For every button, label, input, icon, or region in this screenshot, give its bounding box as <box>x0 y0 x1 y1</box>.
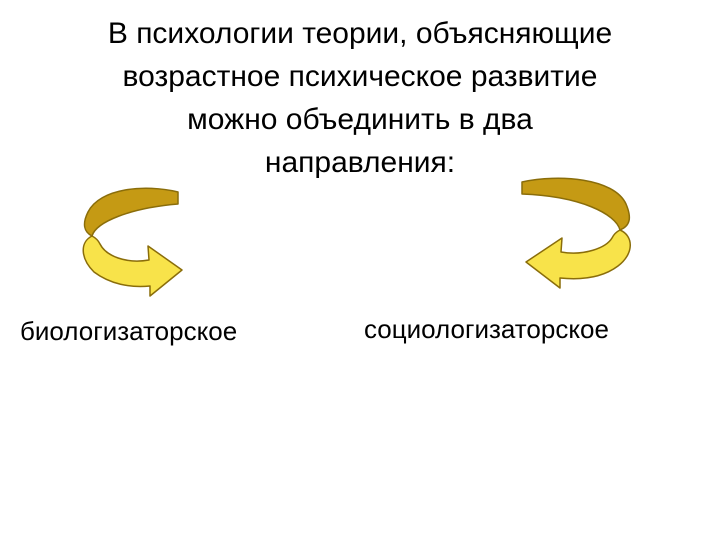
right-curved-arrow-icon <box>514 174 640 294</box>
title-line-1: В психологии теории, объясняющие <box>40 12 680 55</box>
title-line-2: возрастное психическое развитие <box>40 55 680 98</box>
slide-title: В психологии теории, объясняющие возраст… <box>40 12 680 184</box>
direction-label-biological: биологизаторское <box>20 316 237 347</box>
direction-label-sociological: социологизаторское <box>364 314 609 345</box>
left-curved-arrow-icon <box>70 178 190 300</box>
title-line-3: можно объединить в два <box>40 98 680 141</box>
